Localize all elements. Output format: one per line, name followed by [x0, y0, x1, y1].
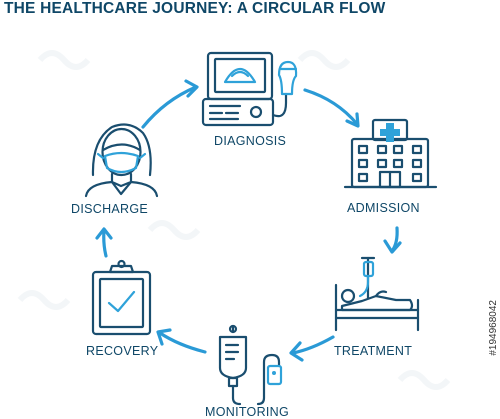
step-label-discharge: DISCHARGE: [71, 202, 148, 216]
page-title: THE HEALTHCARE JOURNEY: A CIRCULAR FLOW: [4, 0, 386, 17]
flow-arrow-admission-to-treatment: [383, 226, 402, 254]
hospital-bed-patient-icon: [334, 256, 420, 332]
step-label-recovery: RECOVERY: [86, 344, 159, 358]
flow-arrow-monitoring-to-recovery: [156, 328, 207, 354]
flow-arrow-discharge-to-diagnosis: [141, 79, 199, 129]
clipboard-check-icon: [91, 259, 152, 336]
flow-arrow-treatment-to-monitoring: [289, 335, 335, 362]
nurse-with-mask-icon: [84, 123, 159, 198]
step-label-monitoring: MONITORING: [205, 405, 289, 419]
hospital-building-icon: [343, 118, 438, 189]
flow-arrow-diagnosis-to-admission: [303, 88, 360, 128]
stock-id-text: #194968042: [488, 300, 499, 356]
step-label-treatment: TREATMENT: [334, 344, 412, 358]
iv-drip-bag-icon: [218, 324, 283, 406]
flow-arrow-recovery-to-discharge: [95, 227, 113, 258]
step-label-diagnosis: DIAGNOSIS: [214, 134, 286, 148]
watermark-pattern: [17, 50, 451, 390]
ultrasound-machine-icon: [201, 51, 298, 127]
step-label-admission: ADMISSION: [347, 201, 420, 215]
